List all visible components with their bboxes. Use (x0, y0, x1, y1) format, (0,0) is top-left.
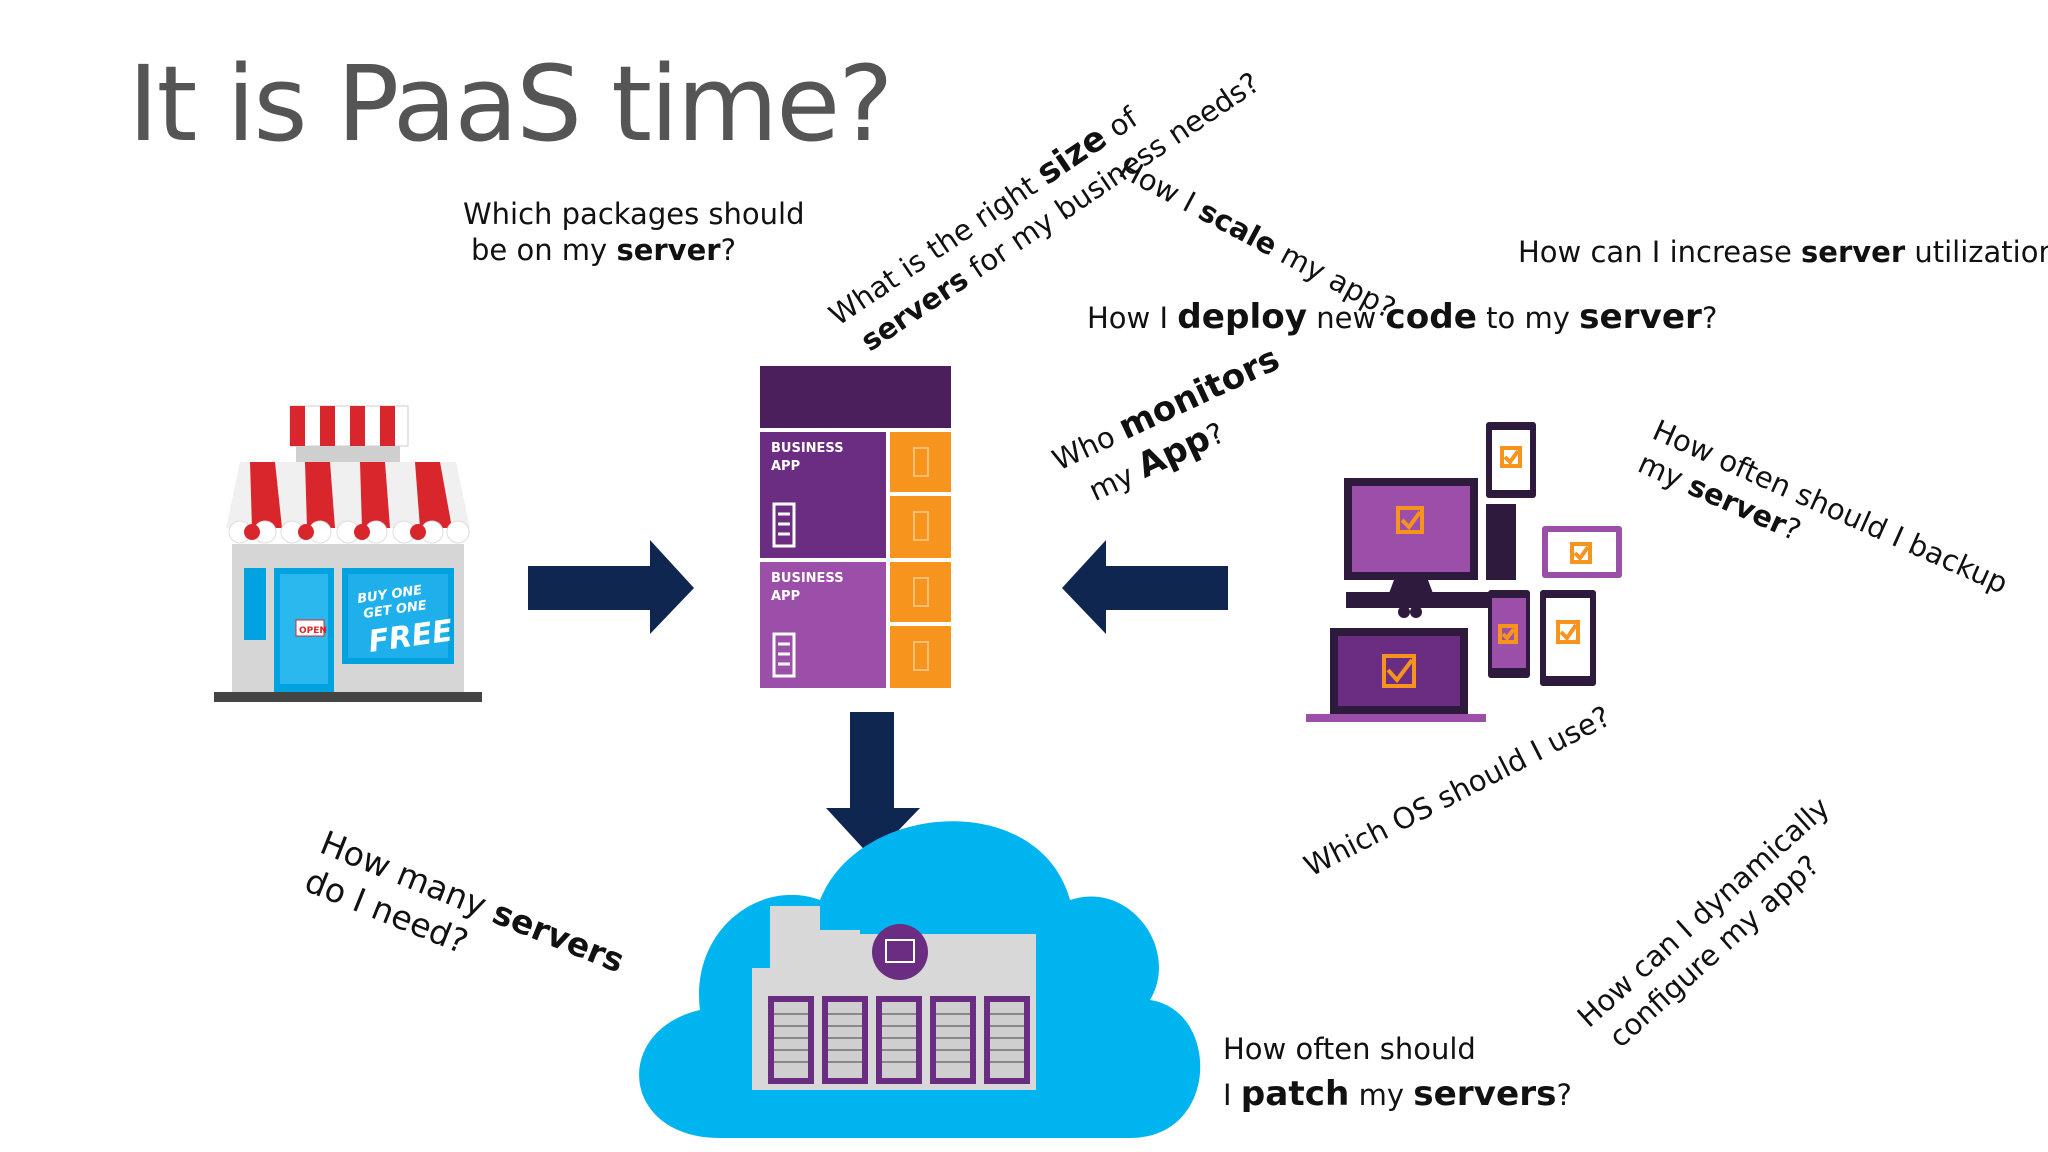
text-part: to my (1476, 301, 1580, 335)
text-bold: patch (1240, 1074, 1350, 1115)
text-part: How I (1087, 301, 1178, 335)
text-part: I (1223, 1078, 1241, 1113)
cloud-datacenter-icon (639, 821, 1201, 1138)
app-stack-icon (760, 366, 951, 688)
text-part: ? (1701, 301, 1718, 335)
app-label-1: BUSINESS (771, 441, 844, 456)
arrow-right (528, 540, 694, 634)
question-patch-line2: I patch my servers? (1223, 1070, 1572, 1120)
question-deploy: How I deploy new code to my server? (1087, 296, 1717, 339)
arrow-down (826, 712, 920, 858)
text-part: my (1349, 1078, 1414, 1113)
question-packages: Which packages should be on my server? (463, 196, 805, 269)
text-bold: server (1801, 235, 1906, 269)
open-sign: OPEN (299, 626, 327, 636)
text-bold: code (1385, 297, 1477, 337)
storefront-icon (214, 405, 482, 702)
text-part: ? (1556, 1078, 1572, 1113)
app-label-2b: APP (771, 589, 800, 604)
question-packages-line1: Which packages should (463, 197, 805, 231)
text-part: new (1307, 301, 1386, 335)
text-bold: servers (1413, 1074, 1557, 1115)
question-utilization: How can I increase server utilization? (1518, 234, 2048, 270)
question-patch: How often should I patch my servers? (1223, 1028, 1572, 1120)
text-bold: server (1579, 297, 1702, 337)
page-title: It is PaaS time? (128, 43, 893, 165)
app-label-2: BUSINESS (771, 571, 844, 586)
text-part: ? (720, 233, 736, 268)
question-packages-line2: be on my server? (463, 232, 805, 268)
arrow-left (1062, 540, 1228, 634)
text-bold: server (616, 233, 721, 268)
app-label-1b: APP (771, 459, 800, 474)
question-patch-line1: How often should (1223, 1032, 1476, 1066)
text-part: utilization? (1914, 235, 2048, 269)
text-part: How can I increase (1518, 235, 1802, 269)
text-bold: deploy (1177, 297, 1308, 337)
text-part: be on my (471, 233, 617, 268)
devices-icon (1306, 422, 1622, 722)
